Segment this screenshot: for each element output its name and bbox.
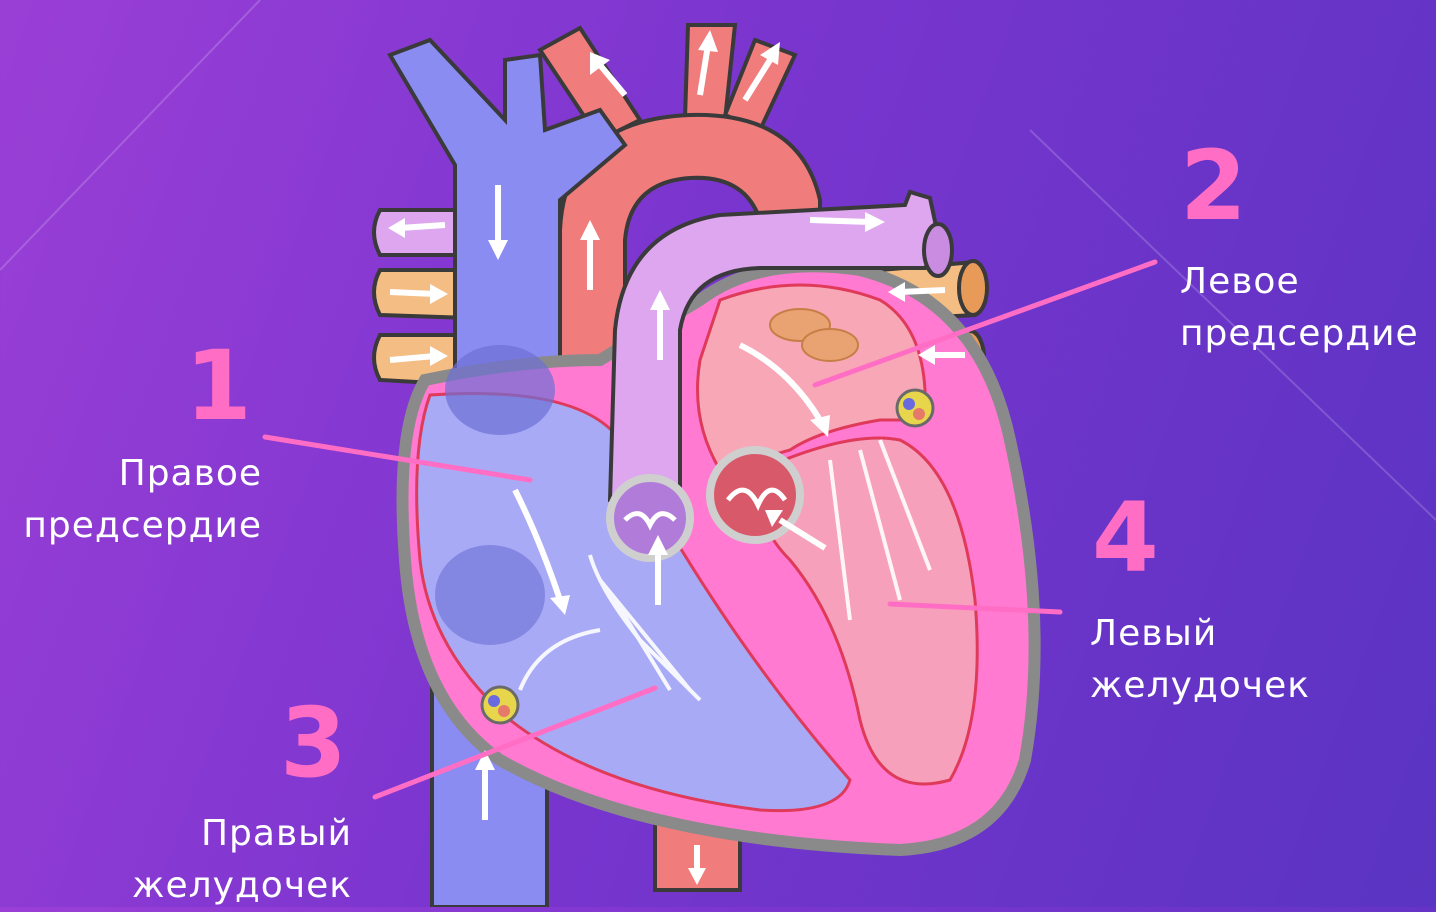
label-number-2: 2	[1180, 138, 1247, 234]
label-right-ventricle: Правый желудочек	[0, 808, 352, 912]
label-left-atrium: Левое предсердие	[1180, 256, 1436, 360]
label-left-ventricle: Левый желудочек	[1090, 608, 1390, 712]
label-left-atrium-line2: предсердие	[1180, 308, 1436, 360]
label-number-3: 3	[280, 695, 347, 791]
label-right-atrium: Правое предсердие	[0, 448, 262, 552]
label-number-4: 4	[1092, 490, 1159, 586]
label-right-ventricle-line1: Правый	[0, 808, 352, 860]
label-left-atrium-line1: Левое	[1180, 256, 1436, 308]
label-right-atrium-line2: предсердие	[0, 500, 262, 552]
label-number-1: 1	[185, 338, 252, 434]
pulmonary-valve	[610, 478, 690, 558]
coronary-vessel-marker-right	[482, 687, 518, 723]
label-left-ventricle-line1: Левый	[1090, 608, 1390, 660]
label-right-atrium-line1: Правое	[0, 448, 262, 500]
coronary-vessel-marker-left	[897, 390, 933, 426]
label-right-ventricle-line2: желудочек	[0, 860, 352, 912]
label-left-ventricle-line2: желудочек	[1090, 660, 1390, 712]
